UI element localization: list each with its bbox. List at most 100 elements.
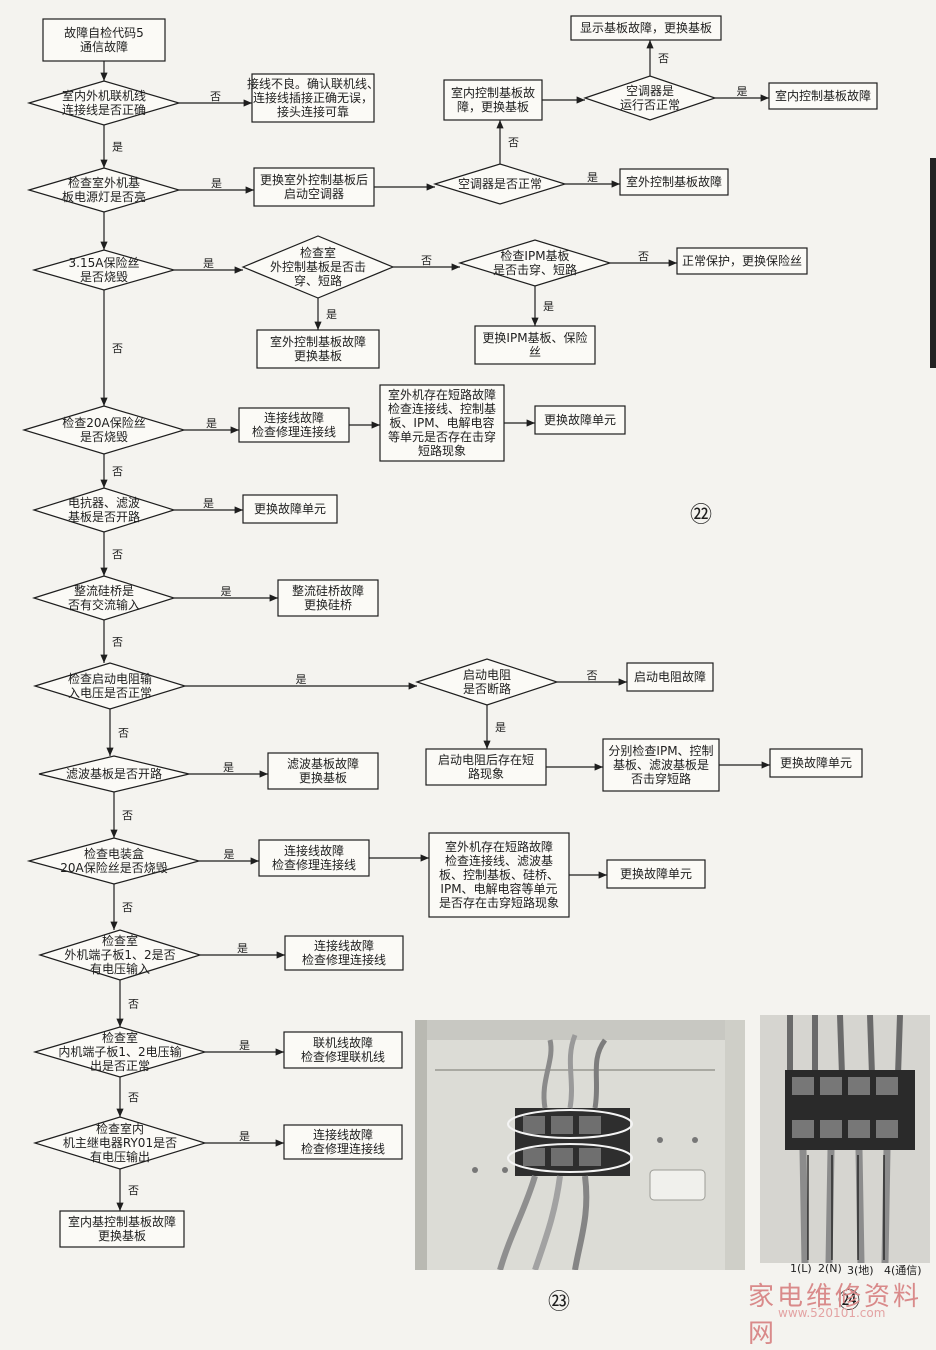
edge-label-yes: 是	[223, 761, 234, 774]
edge-label-yes: 是	[737, 85, 748, 98]
process-r15: 启动电阻故障	[626, 662, 714, 692]
terminal-board-photo-23	[415, 1020, 745, 1270]
decision-shape	[26, 80, 182, 126]
node-text-line: 连接线故障	[264, 410, 324, 425]
node-text-line: 整流硅桥故障	[292, 583, 364, 598]
edge-label-no: 否	[112, 342, 123, 355]
figure-number-23: ㉓	[548, 1290, 571, 1315]
process-box	[253, 167, 375, 207]
process-r11: 室外机存在短路故障检查连接线、控制基板、IPM、电解电容等单元是否存在击穿短路现…	[379, 384, 505, 462]
node-text-line: 室外控制基板故障	[626, 174, 722, 189]
node-text-line: 出是否正常	[90, 1059, 150, 1073]
edge-label-yes: 是	[112, 141, 123, 154]
node-text-line: 板电源灯是否亮	[62, 189, 146, 204]
node-text-line: 更换IPM基板、保险	[482, 330, 587, 345]
decision-shape	[26, 837, 202, 885]
node-text-line: 是否烧毁	[80, 269, 128, 284]
edge-label-yes: 是	[239, 1130, 250, 1143]
node-text-line: 是否击穿、短路	[493, 262, 577, 277]
process-r1: 接线不良。确认联机线、连接线插接正确无误，接头连接可靠	[247, 73, 379, 123]
edge-label-no: 否	[112, 636, 123, 649]
process-box	[443, 79, 543, 121]
decision-shape	[432, 163, 568, 205]
decision-d9: 电抗器、滤波基板是否开路	[31, 487, 177, 533]
node-text-line: 20A保险丝是否烧毁	[60, 860, 167, 875]
node-text-line: 连接线是否正确	[62, 102, 146, 117]
edge-label-no: 否	[638, 250, 649, 263]
node-text-line: 否有交流输入	[68, 597, 140, 612]
decision-shape	[37, 929, 203, 981]
edge-label-yes: 是	[224, 848, 235, 861]
node-text-line: 正常保护，更换保险丝	[682, 253, 802, 268]
node-text-line: 启动电阻后存在短	[438, 753, 534, 767]
node-text-line: 检查修理联机线	[301, 1049, 385, 1064]
edge-label-no: 否	[122, 901, 133, 914]
process-r13: 更换故障单元	[242, 494, 338, 524]
node-text-line: 启动电阻	[463, 668, 511, 682]
node-text-line: 机主继电器RY01是否	[63, 1136, 177, 1150]
node-text-line: 检查电装盒	[84, 846, 144, 861]
process-box	[379, 384, 505, 462]
edge-label-no: 否	[112, 465, 123, 478]
node-text-line: 启动电阻故障	[634, 669, 706, 684]
node-text-line: 是否烧毁	[80, 429, 128, 444]
node-text-line: 更换基板	[299, 771, 347, 785]
edge-label-yes: 是	[543, 300, 554, 313]
watermark-url: www.520101.com	[778, 1306, 886, 1320]
process-box	[769, 748, 863, 778]
decision-d13: 滤波基板是否开路	[38, 755, 190, 793]
process-r22: 更换故障单元	[606, 859, 706, 889]
process-box	[570, 15, 722, 41]
node-text-line: 室外控制基板故障	[270, 334, 366, 349]
node-text-line: 检查IPM基板	[500, 248, 569, 263]
edge-label-no: 否	[508, 136, 519, 149]
node-text-line: 更换故障单元	[780, 755, 852, 770]
node-text-line: 室外机存在短路故障	[388, 387, 496, 402]
process-box	[277, 579, 379, 617]
process-box	[534, 405, 626, 435]
node-text-line: 穿、短路	[294, 273, 342, 288]
node-text-line: 3.15A保险丝	[69, 255, 140, 270]
decision-shape	[32, 662, 188, 710]
node-text-line: 检查室外机基	[68, 175, 140, 190]
node-text-line: 室内外机联机线	[62, 88, 146, 103]
node-text-line: 否击穿短路	[631, 771, 691, 786]
process-box	[258, 839, 370, 877]
node-text-line: 运行否正常	[620, 98, 680, 112]
process-box	[474, 325, 596, 365]
node-text-line: 外机端子板1、2是否	[64, 948, 175, 962]
decision-shape	[26, 167, 182, 213]
node-text-line: 内机端子板1、2电压输	[58, 1044, 181, 1059]
process-box	[256, 329, 380, 369]
node-text-line: 检查修理连接线	[272, 857, 356, 872]
edge-label-no: 否	[122, 809, 133, 822]
process-box	[606, 859, 706, 889]
node-text-line: 分别检查IPM、控制	[608, 743, 713, 758]
terminal-label-2: 2(N)	[818, 1262, 842, 1275]
node-text-line: 检查修理连接线	[252, 424, 336, 439]
process-r18: 更换故障单元	[769, 748, 863, 778]
edge-label-yes: 是	[237, 942, 248, 955]
process-r9: 更换IPM基板、保险丝	[474, 325, 596, 365]
edge-label-yes: 是	[326, 308, 337, 321]
process-box	[251, 73, 375, 123]
node-text-line: 外控制基板是否击	[270, 260, 366, 274]
node-text-line: 滤波基板故障	[287, 756, 359, 771]
node-text-line: 启动空调器	[284, 187, 344, 201]
decision-shape	[31, 487, 177, 533]
node-text-line: 检查室	[300, 245, 336, 260]
decision-shape	[415, 658, 559, 706]
